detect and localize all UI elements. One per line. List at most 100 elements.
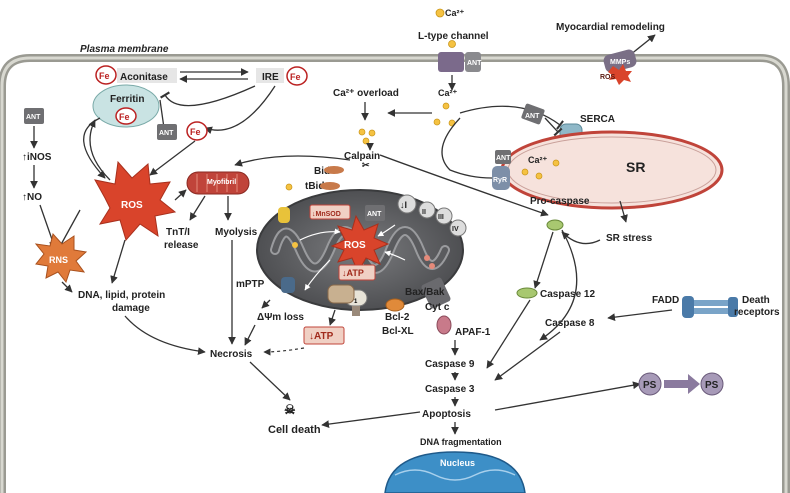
mptp-label: mPTP: [236, 279, 265, 290]
myofibril: Myofibril: [186, 171, 250, 195]
apoptosis-label: Apoptosis: [422, 409, 471, 420]
bcl2-label: Bcl-2: [385, 312, 410, 323]
ire-node: IRE Fe: [256, 66, 308, 86]
calpain-label: Calpain: [344, 151, 380, 162]
fe-label: Fe: [190, 127, 201, 137]
complex-ii-icon: [418, 201, 436, 219]
atp-lower-box: [303, 326, 345, 345]
fadd-label: FADD: [652, 295, 679, 306]
ryr-icon: [492, 166, 510, 190]
bax-bak-label: Bax/Bak: [405, 287, 445, 298]
bax-bak-pore-icon: [421, 277, 451, 309]
mnsod-box: [309, 204, 351, 220]
death-receptors-label-2: receptors: [734, 307, 780, 318]
bclxl-label: Bcl-XL: [382, 326, 414, 337]
complex-i-icon: [397, 194, 417, 214]
ant-icon: [465, 52, 481, 72]
atp-mito-box: [338, 264, 376, 281]
sarcoplasmic-reticulum: SR Ca²⁺: [500, 130, 724, 210]
nucleus-label: Nucleus: [440, 458, 475, 468]
ferritin-node: Ferritin Fe: [92, 84, 160, 128]
calcium-ion-icon: [292, 242, 298, 248]
ros-main-burst: ROS: [94, 160, 177, 242]
l-type-channel-label: L-type channel: [418, 31, 489, 42]
ros-main-label: ROS: [121, 200, 143, 211]
ant-fe-node: ANT Fe: [157, 121, 208, 141]
rns-label: RNS: [49, 255, 68, 265]
mptp-gate-icon: [278, 207, 290, 223]
atp-lower-label: ↓ATP: [309, 331, 334, 342]
damage-label-1: DNA, lipid, protein: [78, 290, 165, 301]
ant-label: ANT: [525, 113, 540, 120]
calcium-ion-icon: [435, 8, 445, 18]
sr-stress-label: SR stress: [606, 233, 653, 244]
bid-label: Bid: [314, 166, 330, 177]
necrosis-label: Necrosis: [210, 349, 253, 360]
tnti-label-1: TnT/I: [166, 227, 190, 238]
calcium-ion-icon: [433, 118, 441, 126]
tbid-label: tBid: [305, 181, 324, 192]
fe-label: Fe: [99, 71, 110, 81]
calcium-ion-icon: [368, 129, 376, 137]
mmp-ros-label: ROS: [600, 74, 616, 81]
complex-iii-label: III: [438, 214, 444, 221]
ant-label: ANT: [159, 130, 174, 137]
calcium-sr-label: Ca²⁺: [528, 155, 548, 165]
mmps-icon: [603, 49, 637, 73]
ion-icon: [429, 263, 435, 269]
calcium-ion-icon: [521, 168, 529, 176]
calcium-ion-icon: [448, 40, 456, 48]
plasma-membrane: [0, 54, 790, 493]
tbid-icon: [320, 182, 340, 190]
ant-icon: [24, 108, 44, 124]
ire-label: IRE: [262, 72, 279, 83]
myocardial-remodeling-label: Myocardial remodeling: [556, 22, 665, 33]
mptp-channel-icon: [281, 277, 295, 293]
ant-icon: [495, 150, 511, 164]
cell-death-label: Cell death: [268, 424, 321, 436]
bid-icon: [324, 166, 344, 174]
ant-label: ANT: [26, 114, 41, 121]
serca-label: SERCA: [580, 114, 615, 125]
skull-icon: ☠: [284, 402, 296, 417]
ros-mito-label: ROS: [344, 240, 366, 251]
complex-i-label: ↓I: [400, 200, 407, 210]
caspase12-label: Caspase 12: [540, 289, 595, 300]
caspase3-label: Caspase 3: [425, 384, 475, 395]
ps-right-label: PS: [705, 380, 719, 391]
plasma-membrane-label: Plasma membrane: [80, 44, 169, 55]
caspase8-label: Caspase 8: [545, 318, 595, 329]
caspase-12-precursor-icon: [546, 219, 564, 231]
ps-left-icon: [638, 372, 662, 396]
atp-synthase-icon: [327, 284, 355, 304]
rns-burst: RNS: [34, 232, 88, 284]
ant-left-node: ANT: [24, 108, 44, 124]
myolysis-label: Myolysis: [215, 227, 258, 238]
ant-icon: [521, 103, 545, 125]
dna-fragmentation-label: DNA fragmentation: [420, 437, 502, 447]
scissor-icon: ✂: [362, 160, 370, 170]
calcium-ion-icon: [442, 102, 450, 110]
mnsod-label: ↓MnSOD: [312, 211, 341, 218]
ant-label: ANT: [496, 155, 511, 162]
caspase9-label: Caspase 9: [425, 359, 475, 370]
atp-mito-label: ↓ATP: [342, 268, 364, 278]
ferritin-label: Ferritin: [110, 94, 144, 105]
ps-left-label: PS: [643, 380, 657, 391]
aconitase-label: Aconitase: [120, 72, 168, 83]
calcium-ion-icon: [362, 137, 370, 145]
fe-label: Fe: [290, 72, 301, 82]
f1-sub-label: 1: [354, 299, 358, 305]
apaf1-icon: [436, 315, 452, 335]
tnti-label-2: release: [164, 240, 199, 251]
damage-label-2: damage: [112, 303, 150, 314]
no-label: ↑NO: [22, 192, 42, 203]
death-receptor: [682, 296, 738, 318]
myofibril-label: Myofibril: [207, 179, 236, 186]
mmps-label: MMPs: [610, 59, 630, 66]
sr-label: SR: [626, 159, 645, 175]
ant-label: ANT: [467, 60, 482, 67]
nucleus: Nucleus: [384, 451, 526, 493]
complex-iv-icon: [449, 219, 467, 237]
